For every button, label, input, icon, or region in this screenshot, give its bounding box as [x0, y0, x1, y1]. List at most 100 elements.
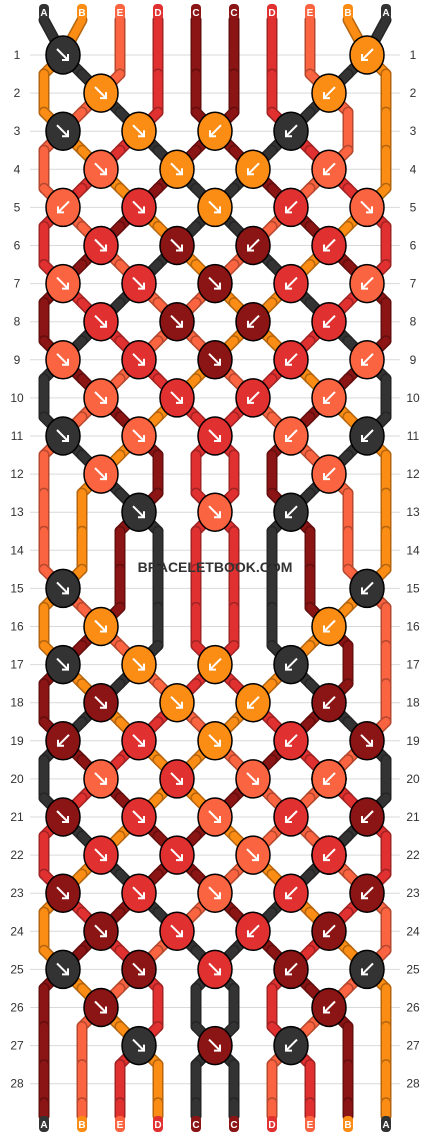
- knot: [311, 911, 347, 952]
- knot: [273, 263, 309, 304]
- knot: [197, 721, 233, 761]
- top-string-end: [153, 4, 163, 20]
- bottom-string-label: C: [230, 1120, 237, 1131]
- knot: [159, 835, 195, 875]
- arrow-head-icon: [214, 892, 221, 900]
- arrow-down-right-icon: [170, 772, 183, 785]
- arrow-head-icon: [100, 701, 107, 709]
- arrow-head-icon: [62, 816, 69, 823]
- arrow-down-left-icon: [247, 924, 260, 938]
- top-string-end: [305, 4, 315, 20]
- bottom-string-label: B: [78, 1120, 85, 1131]
- arrow-head-icon: [62, 358, 69, 366]
- arrow-down-right-icon: [94, 238, 107, 252]
- arrow-head-icon: [138, 282, 145, 290]
- knot: [121, 111, 157, 151]
- knot: [273, 721, 309, 761]
- arrow-head-icon: [138, 130, 145, 138]
- arrow-down-right-icon: [170, 238, 183, 252]
- arrow-down-right-icon: [132, 124, 145, 137]
- arrow-head-icon: [100, 777, 107, 785]
- knot: [159, 225, 195, 266]
- knot: [349, 797, 385, 837]
- knot: [349, 568, 385, 609]
- arrow-down-right-icon: [56, 429, 69, 442]
- arrow-down-right-icon: [208, 962, 221, 976]
- knot: [83, 301, 119, 342]
- knot: [311, 301, 347, 342]
- row-number-left: 20: [10, 772, 24, 786]
- arrow-head-icon: [100, 473, 107, 481]
- arrow-head-icon: [323, 320, 330, 328]
- top-string-label: C: [230, 8, 237, 19]
- arrow-head-icon: [138, 968, 145, 976]
- arrow-head-icon: [361, 54, 368, 61]
- arrow-down-right-icon: [132, 505, 145, 518]
- arrow-down-right-icon: [208, 276, 221, 290]
- arrow-head-icon: [62, 587, 69, 595]
- knot: [121, 263, 157, 304]
- arrow-head-icon: [323, 930, 330, 938]
- top-string-end: [381, 4, 391, 20]
- arrow-head-icon: [285, 968, 292, 976]
- arrow-down-right-icon: [132, 886, 145, 899]
- row-number-right: 8: [410, 315, 417, 329]
- arrow-head-icon: [247, 244, 254, 252]
- knot: [83, 987, 119, 1028]
- knot: [45, 263, 81, 304]
- arrow-head-icon: [62, 282, 69, 290]
- knot: [311, 987, 347, 1028]
- arrow-head-icon: [323, 473, 330, 481]
- arrow-down-left-icon: [323, 162, 336, 176]
- arrow-down-right-icon: [170, 695, 183, 709]
- knot: [45, 111, 81, 151]
- knot: [235, 378, 271, 418]
- row-number-right: 9: [410, 353, 417, 367]
- row-number-left: 28: [10, 1077, 24, 1091]
- knot: [45, 340, 81, 380]
- arrow-down-right-icon: [170, 162, 183, 176]
- arrow-head-icon: [214, 358, 221, 366]
- arrow-down-left-icon: [285, 810, 298, 823]
- knot: [121, 797, 157, 837]
- arrow-head-icon: [100, 396, 107, 404]
- knot: [273, 797, 309, 837]
- row-number-left: 17: [10, 658, 24, 672]
- row-number-left: 15: [10, 581, 24, 595]
- arrow-down-right-icon: [94, 848, 107, 861]
- arrow-head-icon: [100, 244, 107, 252]
- row-number-right: 7: [410, 277, 417, 291]
- bottom-string-label: A: [40, 1120, 47, 1131]
- knot: [311, 73, 347, 113]
- arrow-head-icon: [100, 625, 107, 633]
- row-number-left: 7: [14, 277, 21, 291]
- knot: [83, 911, 119, 952]
- bottom-string-end: [191, 1116, 201, 1132]
- row-number-left: 27: [10, 1039, 24, 1053]
- row-number-left: 4: [14, 162, 21, 176]
- row-number-right: 17: [406, 658, 420, 672]
- arrow-down-left-icon: [323, 1000, 336, 1014]
- row-number-left: 24: [10, 924, 24, 938]
- arrow-down-right-icon: [94, 86, 107, 99]
- arrow-head-icon: [366, 206, 373, 214]
- arrow-down-right-icon: [170, 848, 183, 861]
- arrow-head-icon: [214, 282, 221, 290]
- arrow-down-left-icon: [323, 924, 336, 938]
- arrow-head-icon: [62, 968, 69, 976]
- knot: [197, 797, 233, 837]
- knot: [159, 149, 195, 190]
- knot: [235, 759, 271, 799]
- arrow-head-icon: [214, 1044, 221, 1052]
- knot: [83, 454, 119, 494]
- arrow-down-left-icon: [57, 200, 70, 214]
- knot: [159, 682, 195, 723]
- knot: [121, 873, 157, 913]
- row-number-left: 10: [10, 391, 24, 405]
- knot: [235, 835, 271, 875]
- bottom-string-label: A: [382, 1120, 389, 1131]
- arrow-down-left-icon: [285, 353, 298, 366]
- knot: [235, 149, 271, 190]
- arrow-down-right-icon: [132, 1038, 145, 1052]
